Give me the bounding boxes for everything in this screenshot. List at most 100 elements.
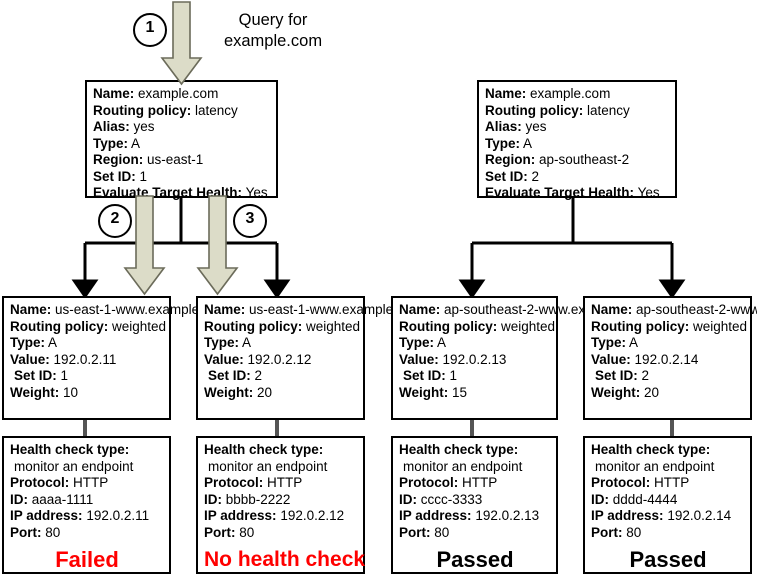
record-weight-key: Weight: bbox=[10, 384, 60, 400]
hc-port-key: Port: bbox=[399, 524, 431, 540]
hc-ip-key: IP address: bbox=[591, 508, 664, 523]
record-type-row: Type: A bbox=[93, 136, 271, 153]
record-setid-row: Set ID: 1 bbox=[93, 169, 271, 186]
record-policy-key: Routing policy: bbox=[485, 102, 584, 118]
hc-id-key: ID: bbox=[204, 491, 222, 507]
record-weight-value: 20 bbox=[644, 384, 660, 400]
hc-ip-value: 192.0.2.14 bbox=[667, 508, 732, 523]
hc-ip-row: IP address: 192.0.2.14 bbox=[591, 508, 745, 525]
query-caption-line1: Query for bbox=[238, 11, 308, 29]
record-weight-key: Weight: bbox=[204, 384, 254, 400]
record-name-row: Name: example.com bbox=[485, 86, 670, 103]
hc-protocol-key: Protocol: bbox=[204, 475, 264, 490]
record-region-row: Region: ap-southeast-2 bbox=[485, 152, 670, 169]
record-policy-key: Routing policy: bbox=[10, 318, 109, 334]
record-name-row: Name: us-east-1-www.example.com bbox=[10, 302, 228, 319]
record-type-key: Type: bbox=[10, 335, 46, 350]
hc-type-row: Health check type: bbox=[204, 442, 358, 459]
record-value-value: 192.0.2.13 bbox=[442, 351, 507, 367]
record-setid-value: 1 bbox=[139, 168, 148, 184]
record-eth-value: Yes bbox=[637, 185, 660, 200]
record-value-value: 192.0.2.14 bbox=[634, 351, 699, 367]
record-value-key: Value: bbox=[591, 351, 631, 367]
record-type-key: Type: bbox=[485, 135, 521, 151]
record-value-row: Value: 192.0.2.14 bbox=[591, 352, 745, 369]
record-setid-row: Set ID: 2 bbox=[204, 368, 358, 385]
record-eth-row: Evaluate Target Health: Yes bbox=[93, 185, 271, 202]
record-name-row: Name: ap-southeast-2-www.example.com bbox=[399, 302, 651, 319]
weighted-record-box-4: Name: ap-southeast-2-www.example.com Rou… bbox=[583, 296, 757, 420]
hc-protocol-value: HTTP bbox=[654, 475, 690, 490]
hc-ip-key: IP address: bbox=[204, 508, 277, 523]
record-policy-value: weighted bbox=[693, 318, 748, 334]
record-type-key: Type: bbox=[93, 135, 129, 151]
hc-ip-key: IP address: bbox=[10, 508, 83, 523]
hc-id-value: dddd-4444 bbox=[612, 491, 678, 507]
record-name-key: Name: bbox=[485, 86, 527, 101]
record-weight-row: Weight: 20 bbox=[591, 385, 745, 402]
record-alias-row: Alias: yes bbox=[485, 119, 670, 136]
record-name-key: Name: bbox=[399, 302, 441, 317]
record-type-value: A bbox=[48, 335, 58, 350]
hc-type-value-row: monitor an endpoint bbox=[10, 459, 164, 476]
record-type-value: A bbox=[131, 135, 141, 151]
hc-type-row: Health check type: bbox=[591, 442, 745, 459]
record-type-key: Type: bbox=[591, 335, 627, 350]
record-weight-key: Weight: bbox=[591, 384, 641, 400]
hc-id-value: aaaa-1111 bbox=[31, 491, 94, 507]
record-policy-value: latency bbox=[587, 102, 630, 118]
record-policy-value: weighted bbox=[306, 318, 361, 334]
record-name-row: Name: us-east-1-www.example.com bbox=[204, 302, 422, 319]
record-setid-key: Set ID: bbox=[208, 368, 251, 383]
record-type-row: Type: A bbox=[204, 335, 358, 352]
hc-protocol-value: HTTP bbox=[462, 475, 498, 490]
weighted-record-box-3: Name: ap-southeast-2-www.example.com Rou… bbox=[391, 296, 651, 420]
record-weight-key: Weight: bbox=[399, 384, 449, 400]
hc-protocol-key: Protocol: bbox=[10, 475, 70, 490]
hc-ip-value: 192.0.2.12 bbox=[280, 508, 345, 523]
hc-type-key: Health check type: bbox=[10, 442, 130, 457]
step-marker-2: 2 bbox=[98, 204, 132, 238]
record-region-value: us-east-1 bbox=[147, 152, 204, 167]
record-name-value: us-east-1-www.example.com bbox=[55, 302, 229, 317]
record-region-row: Region: us-east-1 bbox=[93, 152, 271, 169]
health-check-box-1: Health check type: monitor an endpoint P… bbox=[2, 436, 171, 574]
hc-type-value: monitor an endpoint bbox=[595, 458, 715, 474]
hc-type-value-row: monitor an endpoint bbox=[399, 459, 551, 476]
record-name-value: example.com bbox=[530, 86, 611, 101]
record-alias-key: Alias: bbox=[485, 119, 522, 134]
hc-port-value: 80 bbox=[434, 524, 450, 540]
hc-protocol-row: Protocol: HTTP bbox=[204, 475, 358, 492]
hc-id-key: ID: bbox=[399, 491, 417, 507]
hc-ip-value: 192.0.2.13 bbox=[475, 508, 540, 523]
hc-id-key: ID: bbox=[10, 491, 28, 507]
record-eth-value: Yes bbox=[245, 185, 268, 200]
record-value-row: Value: 192.0.2.13 bbox=[399, 352, 551, 369]
hc-protocol-row: Protocol: HTTP bbox=[399, 475, 551, 492]
hc-ip-row: IP address: 192.0.2.11 bbox=[10, 508, 164, 525]
record-type-value: A bbox=[629, 335, 639, 350]
record-policy-row: Routing policy: latency bbox=[93, 103, 271, 120]
record-policy-row: Routing policy: weighted bbox=[399, 319, 555, 336]
record-name-row: Name: example.com bbox=[93, 86, 271, 103]
hc-port-key: Port: bbox=[591, 524, 623, 540]
hc-port-value: 80 bbox=[626, 524, 642, 540]
record-name-key: Name: bbox=[93, 86, 135, 101]
record-weight-value: 10 bbox=[63, 384, 79, 400]
record-weight-value: 15 bbox=[452, 384, 468, 400]
record-type-value: A bbox=[437, 335, 447, 350]
health-check-status: Passed bbox=[629, 547, 707, 572]
hc-port-key: Port: bbox=[10, 524, 42, 540]
hc-type-key: Health check type: bbox=[204, 442, 324, 457]
record-type-value: A bbox=[523, 135, 533, 151]
record-alias-value: yes bbox=[525, 119, 547, 134]
hc-ip-row: IP address: 192.0.2.13 bbox=[399, 508, 551, 525]
hc-id-key: ID: bbox=[591, 491, 609, 507]
hc-id-value: cccc-3333 bbox=[420, 491, 483, 507]
hc-protocol-value: HTTP bbox=[73, 475, 109, 490]
record-setid-value: 2 bbox=[641, 368, 650, 383]
record-setid-value: 1 bbox=[60, 368, 69, 383]
record-eth-row: Evaluate Target Health: Yes bbox=[485, 185, 670, 202]
